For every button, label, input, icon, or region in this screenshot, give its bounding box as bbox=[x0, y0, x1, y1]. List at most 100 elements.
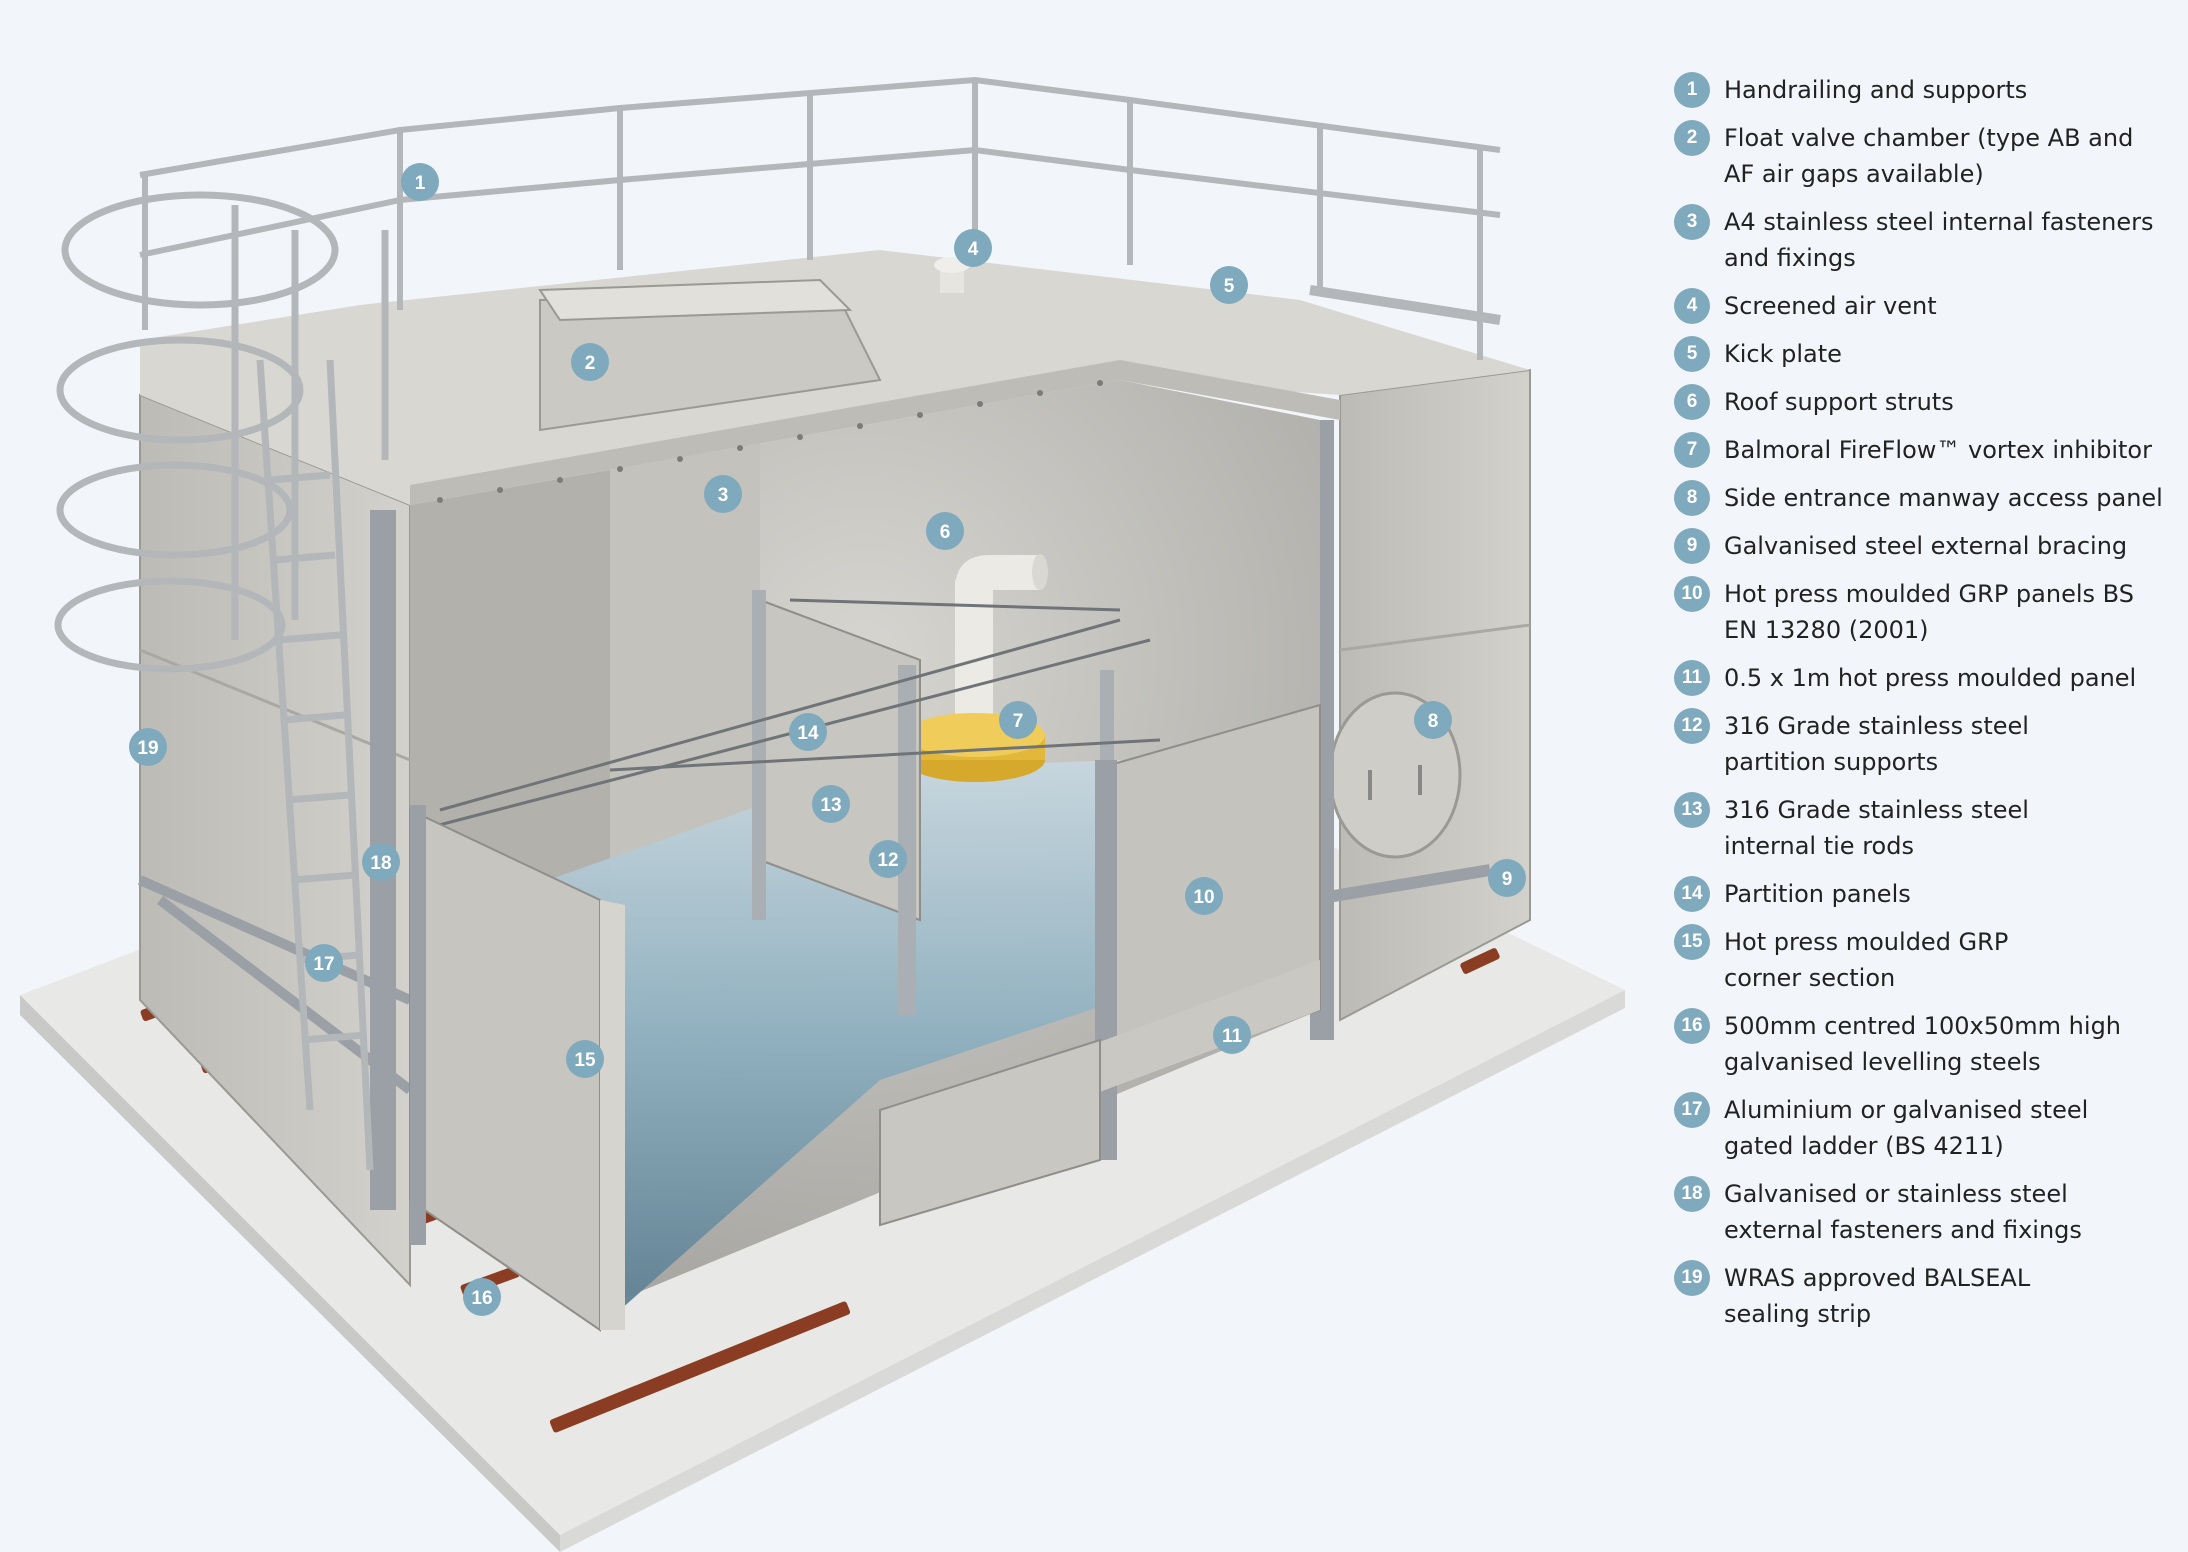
legend-item-11: 11 0.5 x 1m hot press moulded panel bbox=[1672, 660, 2172, 708]
legend-badge: 16 bbox=[1674, 1008, 1710, 1044]
legend-badge: 13 bbox=[1674, 792, 1710, 828]
callout-4: 4 bbox=[954, 229, 992, 267]
legend-item-1: 1 Handrailing and supports bbox=[1672, 72, 2172, 120]
callout-6-label: 6 bbox=[940, 522, 951, 543]
legend-label: A4 stainless steel internal fasteners an… bbox=[1724, 208, 2154, 272]
legend-label: Aluminium or galvanised steel gated ladd… bbox=[1724, 1096, 2089, 1160]
legend-item-15: 15 Hot press moulded GRP corner section bbox=[1672, 924, 2172, 1008]
legend-badge: 9 bbox=[1674, 528, 1710, 564]
legend-item-12: 12 316 Grade stainless steel partition su… bbox=[1672, 708, 2172, 792]
legend-badge: 12 bbox=[1674, 708, 1710, 744]
corner-section bbox=[409, 805, 625, 1332]
callout-7-label: 7 bbox=[1013, 711, 1024, 732]
callout-markers: 1 2 3 4 5 6 7 8 9 10 11 12 13 14 15 16 1… bbox=[129, 163, 1526, 1316]
legend-badge: 3 bbox=[1674, 204, 1710, 240]
legend-label: WRAS approved BALSEAL sealing strip bbox=[1724, 1264, 2031, 1328]
legend-item-7: 7 Balmoral FireFlow™ vortex inhibitor bbox=[1672, 432, 2172, 480]
legend-item-18: 18 Galvanised or stainless steel external… bbox=[1672, 1176, 2172, 1260]
water-surface bbox=[520, 760, 1280, 1310]
callout-5-label: 5 bbox=[1224, 276, 1235, 297]
legend-badge: 14 bbox=[1674, 876, 1710, 912]
callout-15-label: 15 bbox=[574, 1050, 596, 1071]
callout-12-label: 12 bbox=[877, 850, 898, 871]
legend-badge: 10 bbox=[1674, 576, 1710, 612]
legend-item-5: 5 Kick plate bbox=[1672, 336, 2172, 384]
callout-9-label: 9 bbox=[1502, 869, 1513, 890]
legend-label: Handrailing and supports bbox=[1724, 76, 2028, 104]
legend-item-9: 9 Galvanised steel external bracing bbox=[1672, 528, 2172, 576]
internal-tie-rods bbox=[419, 598, 1161, 832]
callout-2: 2 bbox=[571, 343, 609, 381]
callout-13: 13 bbox=[812, 785, 850, 823]
legend-badge: 7 bbox=[1674, 432, 1710, 468]
legend-label: Galvanised steel external bracing bbox=[1724, 532, 2128, 560]
legend-label: Roof support struts bbox=[1724, 388, 1954, 416]
callout-19-label: 19 bbox=[137, 738, 158, 759]
legend-item-14: 14 Partition panels bbox=[1672, 876, 2172, 924]
legend-label: Kick plate bbox=[1724, 340, 1842, 368]
legend-badge: 17 bbox=[1674, 1092, 1710, 1128]
legend-item-3: 3 A4 stainless steel internal fasteners a… bbox=[1672, 204, 2172, 288]
callout-6: 6 bbox=[926, 512, 964, 550]
legend-label: Float valve chamber (type AB and AF air … bbox=[1724, 124, 2134, 188]
callout-8-label: 8 bbox=[1428, 711, 1439, 732]
callout-19: 19 bbox=[129, 728, 167, 766]
legend-item-6: 6 Roof support struts bbox=[1672, 384, 2172, 432]
callout-3-label: 3 bbox=[718, 485, 729, 506]
callout-4-label: 4 bbox=[968, 239, 979, 260]
legend-badge: 18 bbox=[1674, 1176, 1710, 1212]
callout-1: 1 bbox=[401, 163, 439, 201]
legend-label: Balmoral FireFlow™ vortex inhibitor bbox=[1724, 436, 2152, 464]
legend-badge: 15 bbox=[1674, 924, 1710, 960]
legend-badge: 11 bbox=[1674, 660, 1710, 696]
legend-badge: 4 bbox=[1674, 288, 1710, 324]
callout-12: 12 bbox=[869, 840, 907, 878]
callout-5: 5 bbox=[1210, 266, 1248, 304]
legend-label: 316 Grade stainless steel partition supp… bbox=[1724, 712, 2029, 776]
callout-11: 11 bbox=[1213, 1016, 1251, 1054]
callout-7: 7 bbox=[999, 701, 1037, 739]
legend-item-17: 17 Aluminium or galvanised steel gated la… bbox=[1672, 1092, 2172, 1176]
callout-2-label: 2 bbox=[585, 353, 596, 374]
legend-item-16: 16 500mm centred 100x50mm high galvanised… bbox=[1672, 1008, 2172, 1092]
legend-label: 0.5 x 1m hot press moulded panel bbox=[1724, 664, 2137, 692]
callout-17: 17 bbox=[305, 944, 343, 982]
legend-item-2: 2 Float valve chamber (type AB and AF air… bbox=[1672, 120, 2172, 204]
callout-14: 14 bbox=[789, 713, 827, 751]
callout-16: 16 bbox=[463, 1278, 501, 1316]
callout-8: 8 bbox=[1414, 701, 1452, 739]
legend-item-10: 10 Hot press moulded GRP panels BS EN 132… bbox=[1672, 576, 2172, 660]
callout-13-label: 13 bbox=[820, 795, 841, 816]
callout-10: 10 bbox=[1185, 877, 1223, 915]
callout-18-label: 18 bbox=[370, 853, 391, 874]
legend-label: Hot press moulded GRP corner section bbox=[1724, 928, 2009, 992]
external-fasteners bbox=[437, 380, 1103, 503]
legend-badge: 5 bbox=[1674, 336, 1710, 372]
legend-badge: 19 bbox=[1674, 1260, 1710, 1296]
legend-badge: 6 bbox=[1674, 384, 1710, 420]
float-valve-chamber bbox=[538, 278, 882, 432]
callout-15: 15 bbox=[566, 1040, 604, 1078]
callout-17-label: 17 bbox=[313, 954, 334, 975]
legend-label: Galvanised or stainless steel external f… bbox=[1724, 1180, 2082, 1244]
legend-badge: 1 bbox=[1674, 72, 1710, 108]
legend-label: Side entrance manway access panel bbox=[1724, 484, 2163, 512]
callout-14-label: 14 bbox=[797, 723, 819, 744]
legend-label: Partition panels bbox=[1724, 880, 1911, 908]
component-legend: 1 Handrailing and supports 2 Float valve c… bbox=[1672, 72, 2172, 1344]
callout-9: 9 bbox=[1488, 859, 1526, 897]
legend-label: Hot press moulded GRP panels BS EN 13280… bbox=[1724, 580, 2134, 644]
callout-18: 18 bbox=[362, 843, 400, 881]
callout-1-label: 1 bbox=[415, 173, 426, 194]
callout-11-label: 11 bbox=[1222, 1026, 1243, 1047]
legend-badge: 2 bbox=[1674, 120, 1710, 156]
legend-label: 500mm centred 100x50mm high galvanised l… bbox=[1724, 1012, 2122, 1076]
callout-10-label: 10 bbox=[1193, 887, 1214, 908]
callout-3: 3 bbox=[704, 475, 742, 513]
gated-ladder bbox=[54, 191, 389, 1171]
handrailing bbox=[139, 76, 1501, 360]
legend-item-19: 19 WRAS approved BALSEAL sealing strip bbox=[1672, 1260, 2172, 1344]
